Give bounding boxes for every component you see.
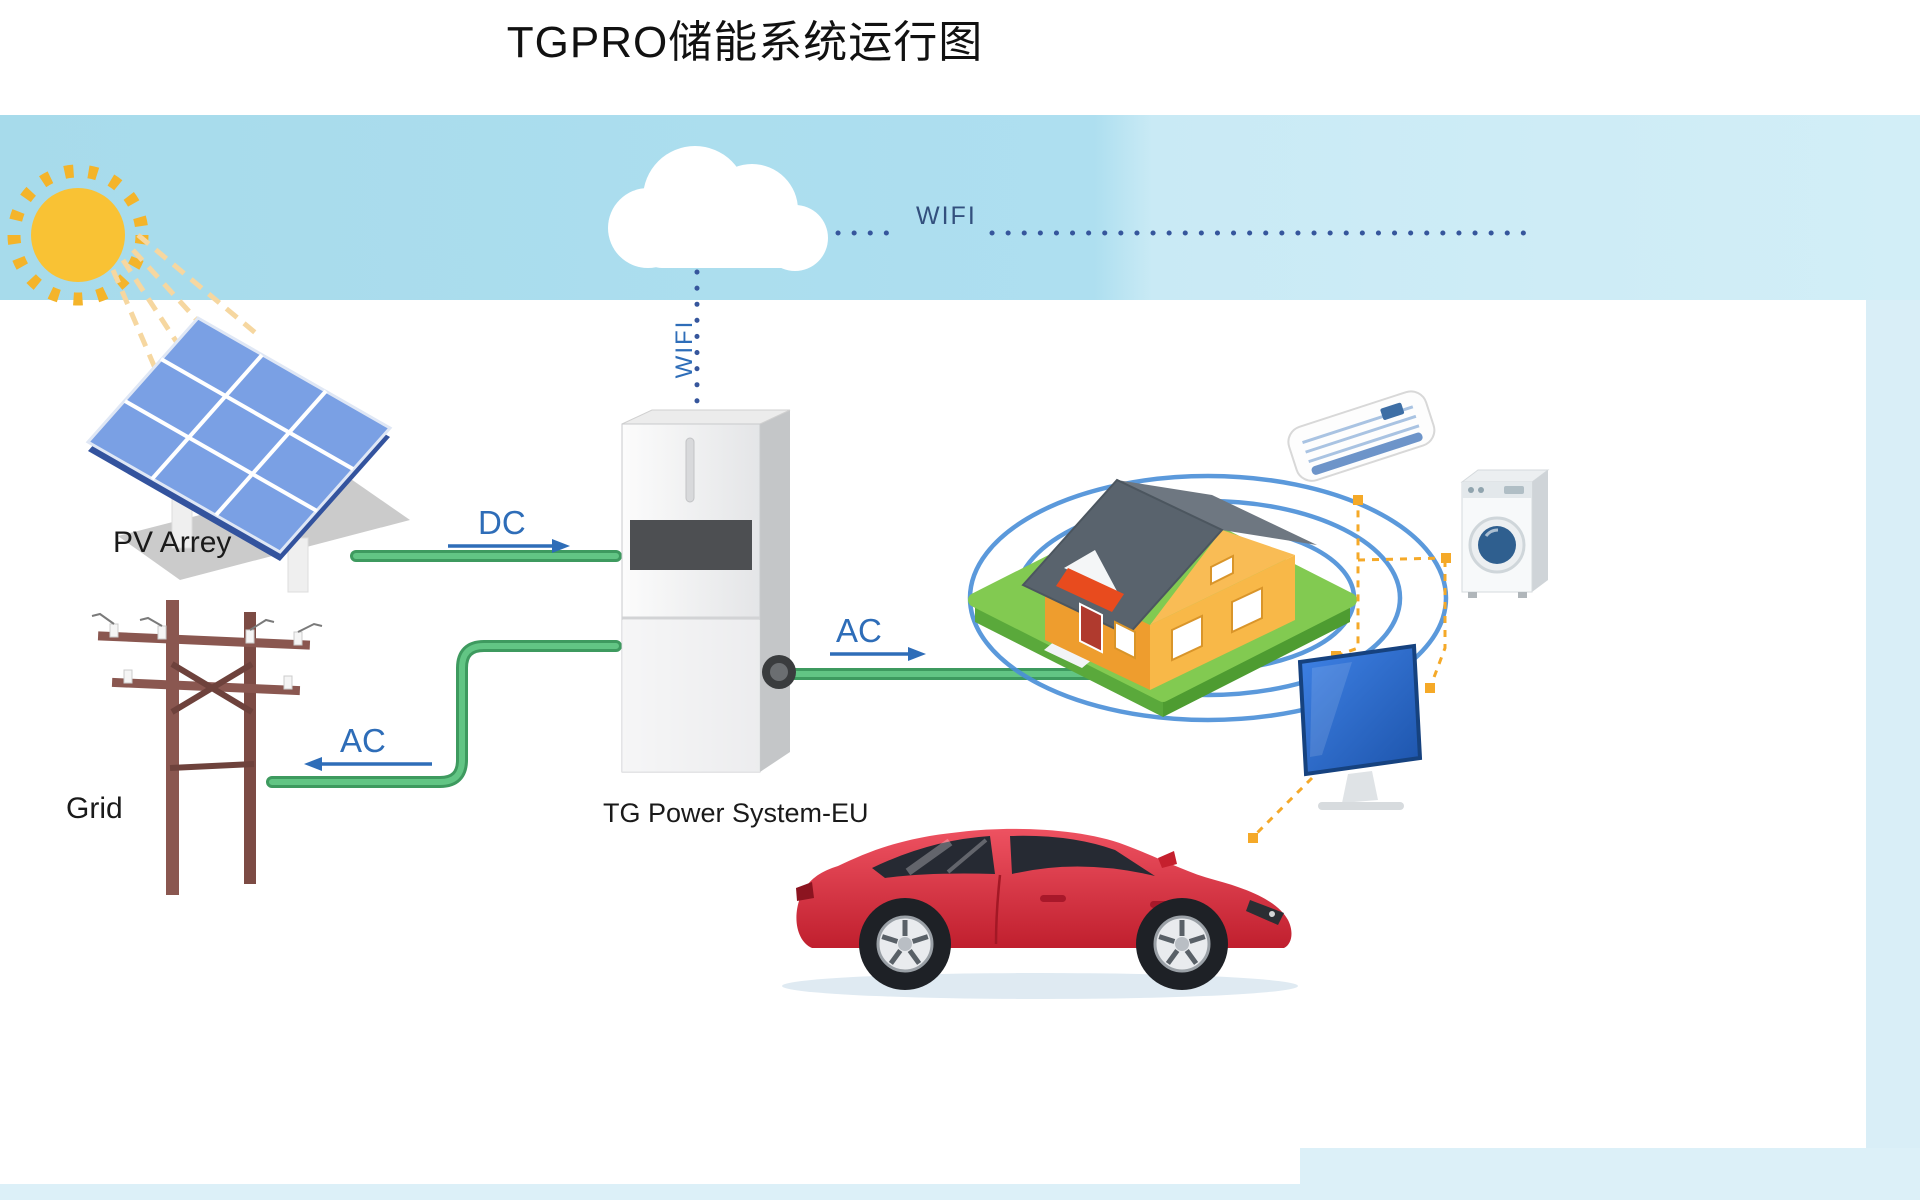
right-blue-column <box>1866 300 1920 1200</box>
house-icon <box>968 478 1357 717</box>
sky-band <box>0 115 1920 300</box>
car-taillight <box>796 882 814 901</box>
car-front-window <box>1010 835 1155 876</box>
panel-grid-lines <box>124 353 354 517</box>
appliance-connections <box>1248 495 1451 843</box>
house-door <box>1079 602 1103 654</box>
inverter-slot <box>685 437 695 503</box>
car-mirror <box>1158 851 1177 868</box>
grid-label: Grid <box>66 792 123 825</box>
dc-flow-label: DC <box>478 504 526 541</box>
house-window <box>1114 620 1136 660</box>
energy-lines <box>266 550 1111 788</box>
car-headlight <box>1246 900 1284 925</box>
page-title: TGPRO储能系统运行图 <box>506 18 984 67</box>
bottom-blue-strip <box>0 1184 1920 1200</box>
washing-machine-icon <box>1460 469 1550 598</box>
inverter-icon <box>621 409 796 773</box>
car-rear-window <box>872 836 995 878</box>
pv-array-label: PV Arrey <box>113 526 232 559</box>
tv-icon <box>1297 643 1423 810</box>
cloud-icon <box>608 146 828 271</box>
power-pole-icon <box>91 600 323 895</box>
inverter-label: TG Power System-EU <box>603 798 869 828</box>
air-conditioner-icon <box>1287 390 1436 482</box>
grid-ac-line <box>266 640 622 788</box>
inverter-display-band <box>630 520 752 570</box>
tv-stand <box>1342 771 1378 803</box>
flow-arrows <box>304 539 926 771</box>
house-roof-back <box>1117 480 1317 545</box>
house-window <box>1171 614 1203 662</box>
car-icon <box>782 828 1298 999</box>
house-window <box>1231 586 1263 634</box>
pole-wires <box>91 612 323 633</box>
solar-panel-icon <box>85 316 410 593</box>
car-door-handle <box>1040 895 1066 902</box>
wifi-label-horizontal: WIFI <box>916 202 977 230</box>
house-dormer <box>1064 550 1118 593</box>
sun-icon <box>7 164 260 411</box>
pole-braces <box>169 661 255 771</box>
ac-house-flow-label: AC <box>836 612 882 649</box>
house-awning <box>1056 568 1124 612</box>
pole-insulators <box>109 623 303 690</box>
wifi-label-vertical: WIFI <box>671 319 698 379</box>
ac-grid-flow-label: AC <box>340 722 386 759</box>
